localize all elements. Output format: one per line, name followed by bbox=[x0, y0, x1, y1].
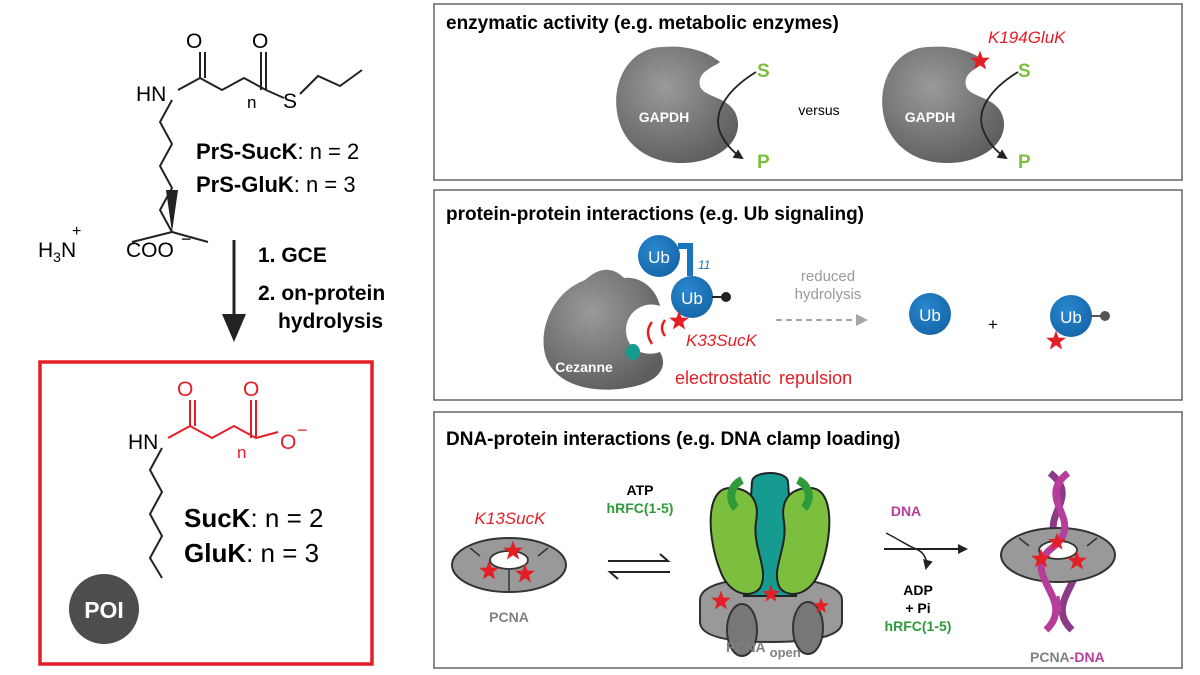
gluk-label: GluK: n = 3 bbox=[184, 538, 319, 568]
substrate-label: S bbox=[1018, 61, 1031, 82]
adp-label: ADP bbox=[903, 582, 933, 598]
atom-s: S bbox=[283, 90, 297, 113]
atom-o: O bbox=[186, 30, 202, 53]
poi-label: POI bbox=[84, 597, 124, 623]
prs-gluk-label: PrS-GluK: n = 3 bbox=[196, 172, 356, 197]
suck-label: SucK: n = 2 bbox=[184, 503, 323, 533]
poi-circle bbox=[69, 574, 139, 644]
pcna-ring bbox=[451, 537, 567, 593]
pcna-open-clamp-loader bbox=[699, 472, 843, 657]
step-1-label: 1. GCE bbox=[258, 244, 327, 267]
versus-label: versus bbox=[798, 102, 839, 118]
atom-hn: HN bbox=[128, 431, 158, 454]
atom-n-subscript: n bbox=[247, 93, 256, 112]
gapdh-label: GAPDH bbox=[905, 109, 956, 125]
mutation-label: K33SucK bbox=[686, 331, 758, 350]
hydrolysis-label: hydrolysis bbox=[795, 286, 862, 303]
wedge-bond bbox=[166, 190, 178, 232]
prs-structure bbox=[131, 52, 363, 243]
atom-n-subscript: n bbox=[237, 443, 246, 462]
atp-label: ATP bbox=[627, 482, 654, 498]
pcna-dna-label: PCNA-DNA bbox=[1030, 649, 1105, 665]
ub-free bbox=[909, 293, 951, 335]
atom-o-minus: O bbox=[280, 431, 296, 454]
linkage-label: 11 bbox=[698, 258, 710, 272]
charge-minus: − bbox=[181, 229, 192, 249]
panel-dna-protein-title: DNA-protein interactions (e.g. DNA clamp… bbox=[446, 429, 900, 450]
cezanne-label: Cezanne bbox=[555, 359, 613, 375]
mutation-label: K13SucK bbox=[475, 509, 547, 528]
step-2-label: 2. on-protein bbox=[258, 282, 385, 305]
panel-protein-protein-title: protein-protein interactions (e.g. Ub si… bbox=[446, 204, 864, 225]
product-label: P bbox=[1018, 152, 1031, 173]
product-label: P bbox=[757, 152, 770, 173]
equilibrium-arrows bbox=[607, 553, 671, 580]
suck-structure bbox=[148, 400, 279, 579]
atom-o: O bbox=[243, 378, 259, 401]
charge-plus: + bbox=[72, 223, 81, 240]
atom-h3n: H3N bbox=[38, 239, 76, 265]
pi-label: + Pi bbox=[905, 600, 930, 616]
panel-enzymatic-title: enzymatic activity (e.g. metabolic enzym… bbox=[446, 13, 839, 34]
pcna-label: PCNA bbox=[489, 609, 529, 625]
atom-coo: COO bbox=[126, 239, 174, 262]
mutation-label: K194GluK bbox=[988, 28, 1066, 47]
atom-o: O bbox=[177, 378, 193, 401]
repulsion-arc bbox=[660, 319, 667, 337]
reaction-arrowhead bbox=[222, 314, 246, 342]
reduced-label: reduced bbox=[801, 268, 855, 285]
product-box bbox=[38, 360, 374, 666]
ub-label: Ub bbox=[681, 289, 703, 308]
atom-o: O bbox=[252, 30, 268, 53]
cezanne-enzyme: Cezanne bbox=[543, 269, 663, 390]
repulsion-arc bbox=[646, 321, 654, 345]
panel-enzymatic bbox=[433, 3, 1183, 181]
ub-tail-end bbox=[1100, 311, 1110, 321]
ub-label: Ub bbox=[919, 306, 941, 325]
substrate-label: S bbox=[757, 61, 770, 82]
dna-label: DNA bbox=[891, 503, 921, 519]
plus-sign: + bbox=[988, 315, 998, 334]
gapdh-label: GAPDH bbox=[639, 109, 690, 125]
step-2-label-cont: hydrolysis bbox=[278, 310, 383, 333]
pcna-dna-complex bbox=[1000, 470, 1116, 633]
loading-arrow-branch bbox=[885, 532, 933, 570]
hrfc-label: hRFC(1-5) bbox=[885, 618, 952, 634]
prs-suck-label: PrS-SucK: n = 2 bbox=[196, 139, 359, 164]
ub-label: Ub bbox=[1060, 308, 1082, 327]
gapdh-enzyme-right: GAPDH bbox=[882, 46, 1019, 164]
ub-free-modified bbox=[1050, 295, 1092, 337]
hrfc-label: hRFC(1-5) bbox=[607, 500, 674, 516]
ub-chain: Ub 11 Ub bbox=[638, 235, 731, 318]
atom-hn: HN bbox=[136, 83, 166, 106]
gapdh-enzyme-left: GAPDH bbox=[616, 46, 757, 164]
panel-dna-protein bbox=[433, 411, 1183, 669]
ub-label: Ub bbox=[648, 248, 670, 267]
panel-protein-protein bbox=[433, 189, 1183, 401]
charge-minus: − bbox=[297, 420, 308, 440]
